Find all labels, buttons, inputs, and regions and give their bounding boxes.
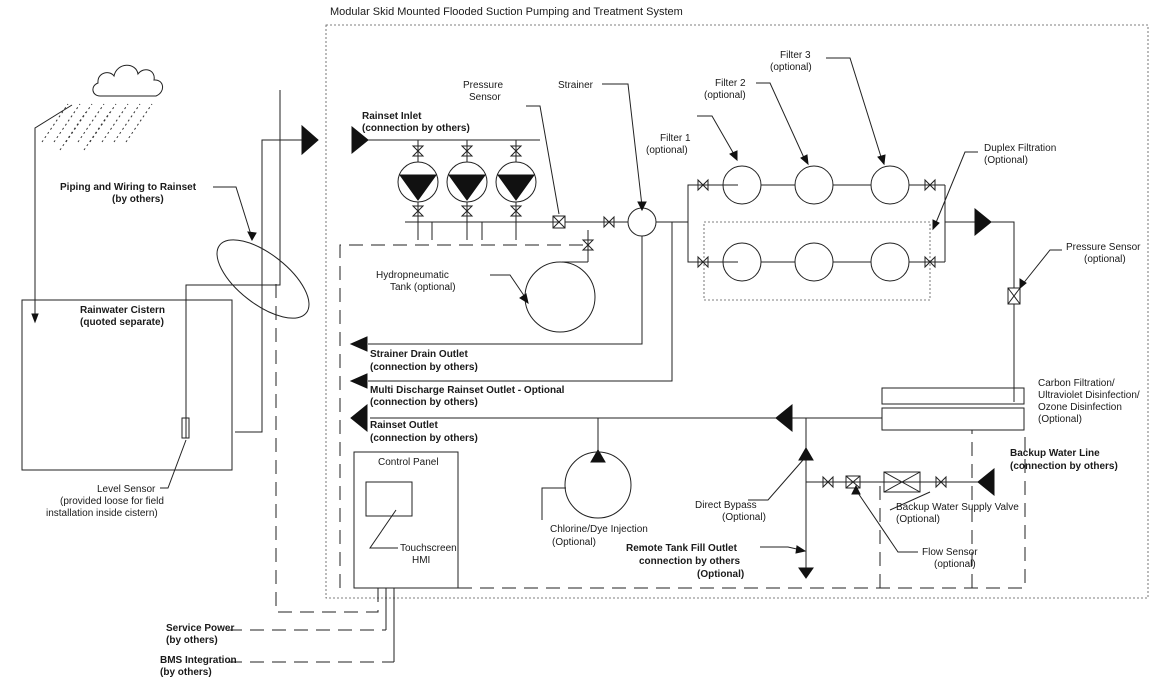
chlorine-label: Chlorine/Dye Injection — [550, 524, 648, 535]
rainset-outlet-arrow-right-icon — [775, 403, 793, 433]
remote-tank-label: Remote Tank Fill Outlet — [626, 543, 738, 554]
bms-sublabel: (by others) — [160, 667, 212, 678]
chlorine-sublabel: (Optional) — [552, 537, 596, 548]
rainset-inlet-arrow-icon — [351, 125, 369, 155]
backup-line-sublabel: (connection by others) — [1010, 461, 1118, 472]
control-panel — [353, 451, 459, 589]
direct-bypass-arrow-icon — [798, 447, 814, 461]
roof-downpipe — [34, 104, 73, 318]
pressure-sensor-right-label: Pressure Sensor — [1066, 242, 1141, 253]
filter-outlet-valve-bottom-icon — [924, 255, 936, 269]
flow-sensor-icon — [845, 475, 861, 489]
piping-sublabel: (by others) — [112, 194, 164, 205]
strainer-label: Strainer — [558, 80, 594, 91]
hydro-tank-sublabel: Tank (optional) — [390, 282, 456, 293]
carbon-sub3: (Optional) — [1038, 414, 1082, 425]
filter-outlet-valve-top-icon — [924, 178, 936, 192]
direct-bypass-label: Direct Bypass — [695, 500, 757, 511]
duplex-label: Duplex Filtration — [984, 143, 1056, 154]
rainset-outlet-label: Rainset Outlet — [370, 420, 438, 431]
pressure-sensor-right-sublabel: (optional) — [1084, 254, 1126, 265]
inlet-valve-icon — [603, 215, 615, 229]
pump-2-icon — [446, 140, 488, 240]
skid-boundary — [325, 24, 1149, 599]
hydropneumatic-tank — [524, 261, 596, 333]
cistern-sublabel: (quoted separate) — [80, 317, 164, 328]
filter-outlet-arrow-icon — [974, 207, 992, 237]
rainset-outlet-arrow-icon — [350, 403, 368, 433]
multi-discharge-arrow-icon — [349, 373, 368, 389]
backup-valve-1-icon — [822, 475, 834, 489]
remote-tank-sub1: connection by others — [639, 556, 741, 567]
remote-tank-fill-arrow-icon — [798, 567, 814, 579]
strainer-drain-sublabel: (connection by others) — [370, 362, 478, 373]
backup-water-arrow-icon — [977, 467, 995, 497]
rainset-inlet-sublabel: (connection by others) — [362, 123, 470, 134]
chlorine-injection-arrow-icon — [590, 449, 606, 463]
filter-3-icon — [870, 165, 910, 205]
touchscreen-sublabel: HMI — [412, 555, 430, 566]
pressure-sensor-sublabel: Sensor — [469, 92, 501, 103]
carbon-label: Carbon Filtration/ — [1038, 378, 1115, 389]
carbon-sub1: Ultraviolet Disinfection/ — [1038, 390, 1140, 401]
level-sensor-sub2: installation inside cistern) — [46, 508, 158, 519]
multi-discharge-sublabel: (connection by others) — [370, 397, 478, 408]
diagram-title: Modular Skid Mounted Flooded Suction Pum… — [330, 6, 683, 18]
remote-tank-sub2: (Optional) — [697, 569, 744, 580]
flow-sensor-label: Flow Sensor — [922, 547, 978, 558]
touchscreen-label: Touchscreen — [400, 543, 457, 554]
rainwater-cistern — [21, 299, 233, 471]
filter-2-icon — [794, 165, 834, 205]
pressure-sensor-label: Pressure — [463, 80, 503, 91]
service-power-sublabel: (by others) — [166, 635, 218, 646]
rainset-inlet-label: Rainset Inlet — [362, 111, 422, 122]
hydro-tank-label: Hydropneumatic — [376, 270, 449, 281]
touchscreen-hmi-icon — [365, 481, 413, 517]
cistern-label: Rainwater Cistern — [80, 305, 165, 316]
filter-2-sublabel: (optional) — [704, 90, 746, 101]
tank-valve-icon — [581, 239, 595, 251]
bms-label: BMS Integration — [160, 655, 237, 666]
backup-valve-label: Backup Water Supply Valve — [896, 502, 1019, 513]
strainer-icon — [627, 207, 657, 237]
strainer-drain-arrow-icon — [349, 336, 368, 352]
backup-line-label: Backup Water Line — [1010, 448, 1100, 459]
backup-supply-valve-icon — [883, 471, 921, 493]
uv-ozone-unit — [881, 407, 1025, 431]
service-power-label: Service Power — [166, 623, 234, 634]
filter-2-label: Filter 2 — [715, 78, 746, 89]
backup-valve-sublabel: (Optional) — [896, 514, 940, 525]
filter-inlet-valve-top-icon — [697, 178, 709, 192]
piping-wiring-ellipse — [216, 239, 310, 319]
rainset-outlet-sublabel: (connection by others) — [370, 433, 478, 444]
pump-3-icon — [495, 140, 537, 240]
backup-valve-2-icon — [935, 475, 947, 489]
multi-discharge-label: Multi Discharge Rainset Outlet - Optiona… — [370, 385, 565, 396]
pump-1-icon — [397, 140, 439, 240]
filter-3-label: Filter 3 — [780, 50, 811, 61]
duplex-sublabel: (Optional) — [984, 155, 1028, 166]
duplex-filtration-box — [703, 221, 931, 301]
filter-3-sublabel: (optional) — [770, 62, 812, 73]
filter-1-sublabel: (optional) — [646, 145, 688, 156]
carbon-filtration-unit — [881, 387, 1025, 405]
filter-inlet-valve-bottom-icon — [697, 255, 709, 269]
strainer-drain-label: Strainer Drain Outlet — [370, 349, 468, 360]
piping-label: Piping and Wiring to Rainset — [60, 182, 197, 193]
flow-sensor-sublabel: (optional) — [934, 559, 976, 570]
control-panel-label: Control Panel — [378, 457, 439, 468]
level-sensor-label: Level Sensor — [97, 484, 156, 495]
rain-cloud-icon — [41, 64, 163, 151]
carbon-sub2: Ozone Disinfection — [1038, 402, 1122, 413]
duplex-filter-2-icon — [794, 242, 834, 282]
filter-1-label: Filter 1 — [660, 133, 691, 144]
chlorine-injection-tank — [564, 451, 632, 519]
rainset-feed-arrow-icon — [301, 124, 319, 156]
duplex-filter-3-icon — [870, 242, 910, 282]
direct-bypass-sublabel: (Optional) — [722, 512, 766, 523]
level-sensor-sub1: (provided loose for field — [60, 496, 164, 507]
